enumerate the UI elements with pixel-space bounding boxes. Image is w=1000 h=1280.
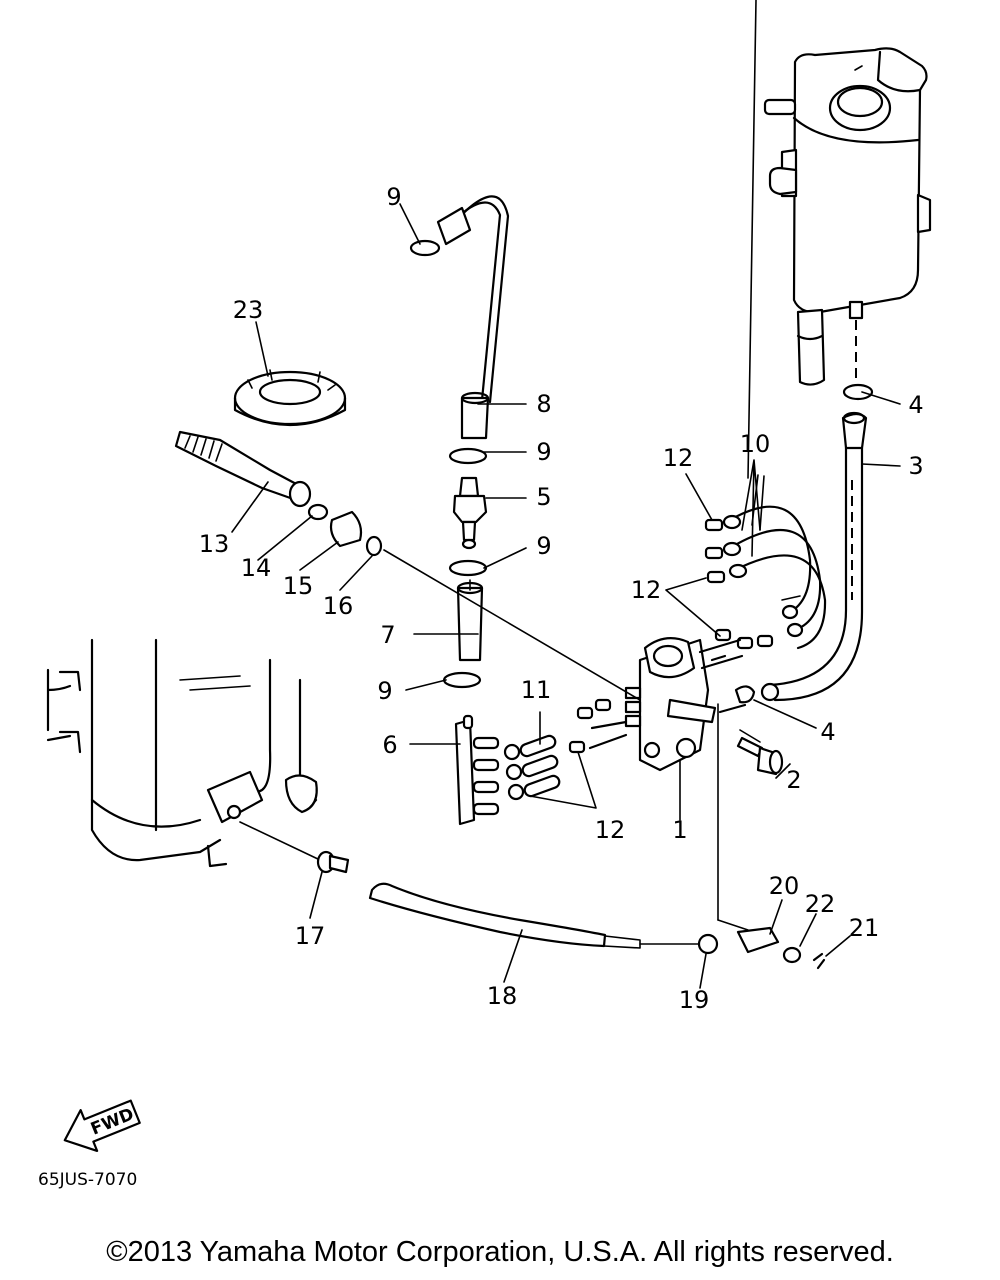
bushing-15 bbox=[329, 510, 363, 548]
joint-hoses-11 bbox=[503, 698, 628, 801]
engine-block bbox=[46, 638, 318, 868]
drive-gear-13 bbox=[174, 430, 383, 557]
clamp-4-lower bbox=[734, 685, 756, 704]
oil-tank bbox=[763, 47, 932, 386]
callout-3: 3 bbox=[908, 452, 923, 480]
callout-5: 5 bbox=[536, 483, 551, 511]
hose-7 bbox=[442, 581, 484, 689]
link-joint-20 bbox=[736, 926, 780, 954]
callout-12: 12 bbox=[663, 444, 694, 472]
ring-23 bbox=[233, 369, 347, 426]
callout-11: 11 bbox=[521, 676, 552, 704]
callout-12: 12 bbox=[595, 816, 626, 844]
callout-23: 23 bbox=[233, 296, 264, 324]
callout-9: 9 bbox=[386, 183, 401, 211]
callout-9: 9 bbox=[536, 438, 551, 466]
callout-14: 14 bbox=[241, 554, 272, 582]
callout-18: 18 bbox=[487, 982, 518, 1010]
callout-16: 16 bbox=[323, 592, 354, 620]
callout-2: 2 bbox=[786, 766, 801, 794]
clamp-4-upper bbox=[842, 383, 874, 401]
clamps-12-top bbox=[704, 518, 774, 650]
callout-19: 19 bbox=[679, 986, 710, 1014]
copyright-notice: ©2013 Yamaha Motor Corporation, U.S.A. A… bbox=[106, 1236, 894, 1268]
callout-20: 20 bbox=[769, 872, 800, 900]
callout-15: 15 bbox=[283, 572, 314, 600]
callout-21: 21 bbox=[849, 914, 880, 942]
callout-1: 1 bbox=[672, 816, 687, 844]
washer-14 bbox=[307, 503, 329, 521]
clamp-9-top bbox=[409, 239, 441, 257]
diagram-code: 65JUS-7070 bbox=[38, 1170, 138, 1190]
callout-10: 10 bbox=[740, 430, 771, 458]
nut-19 bbox=[697, 933, 719, 955]
callout-8: 8 bbox=[536, 390, 551, 418]
callout-17: 17 bbox=[295, 922, 326, 950]
clip-21 bbox=[812, 952, 826, 970]
callout-7: 7 bbox=[380, 621, 395, 649]
callout-4: 4 bbox=[908, 391, 923, 419]
callout-13: 13 bbox=[199, 530, 230, 558]
washer-22 bbox=[782, 946, 802, 964]
callout-9: 9 bbox=[377, 677, 392, 705]
link-rod-assembly bbox=[239, 821, 826, 970]
forward-direction-arrow: FWD bbox=[63, 1099, 141, 1152]
oil-hoses-10 bbox=[722, 505, 827, 650]
bolt-2 bbox=[736, 729, 784, 776]
callout-9: 9 bbox=[536, 532, 551, 560]
callout-4: 4 bbox=[820, 718, 835, 746]
o-ring-16 bbox=[365, 535, 383, 557]
oil-pump bbox=[624, 637, 747, 772]
callout-6: 6 bbox=[382, 731, 397, 759]
check-valve-5 bbox=[448, 447, 488, 577]
oil-hose-3 bbox=[760, 320, 874, 702]
callout-12: 12 bbox=[631, 576, 662, 604]
vent-hose-8 bbox=[409, 195, 510, 440]
callout-labels: 9 23 8 4 9 3 10 12 5 13 9 14 15 16 12 7 … bbox=[199, 183, 924, 1014]
manifold-6 bbox=[454, 714, 500, 826]
callout-22: 22 bbox=[805, 890, 836, 918]
leader-lines bbox=[231, 0, 901, 989]
